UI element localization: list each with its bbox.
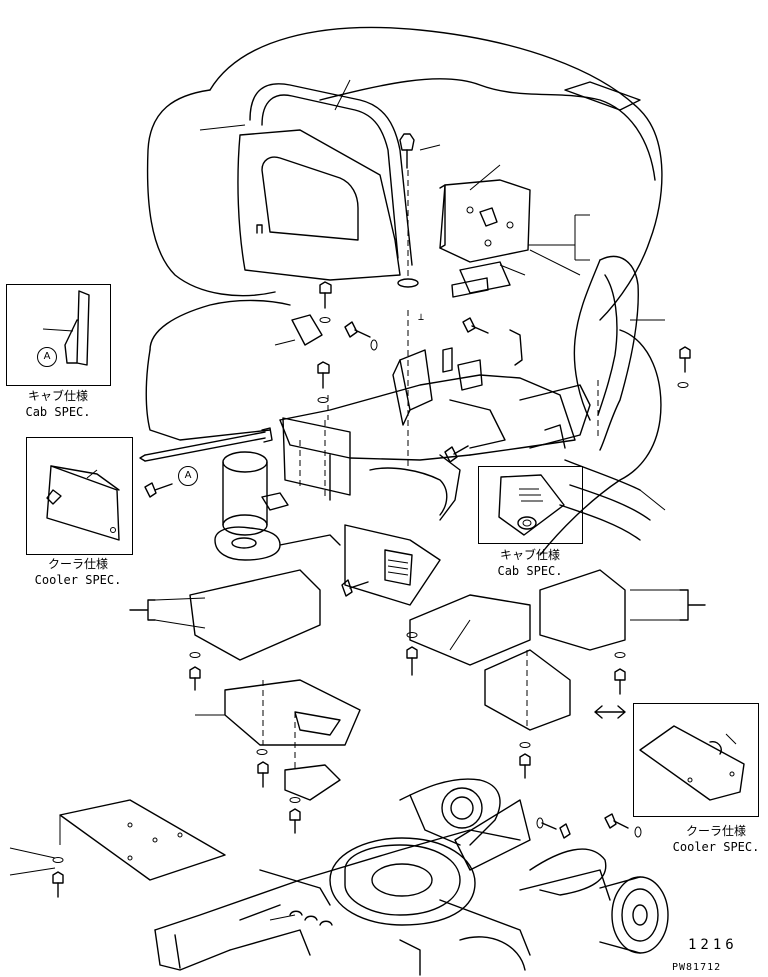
- leader-lines: [199, 79, 666, 511]
- swing-column: [214, 451, 341, 561]
- caption-cab-spec-jp: キャブ仕様: [499, 548, 560, 562]
- double-arrow-connectors: [9, 589, 706, 876]
- reference-marker-a: A: [178, 466, 198, 486]
- cover-drawing: [498, 474, 565, 536]
- plate-mark: ⊥: [418, 312, 425, 323]
- cab-side-panel: [573, 255, 639, 451]
- cover-drawing: [639, 725, 745, 801]
- page-number: 1216: [688, 937, 738, 953]
- caption-cab-spec-en: Cab SPEC.: [25, 405, 91, 419]
- inset-cooler-bracket: [26, 437, 133, 555]
- caption-cooler-spec-jp: クーラ仕様: [685, 824, 746, 838]
- caption-cooler-spec-jp: クーラ仕様: [47, 557, 108, 571]
- reference-marker-a: A: [37, 347, 57, 367]
- revolving-frame: [154, 778, 669, 976]
- caption-cab-spec-jp: キャブ仕様: [27, 389, 88, 403]
- bolts-lower: [52, 632, 642, 898]
- bolts-upper: [144, 281, 691, 498]
- central-frame: [279, 310, 591, 521]
- inset-cab-cover: [478, 466, 583, 544]
- caption-cooler-spec-en: Cooler SPEC.: [34, 573, 122, 587]
- hose-line: [139, 427, 273, 462]
- inset-cooler-cover: [633, 703, 759, 817]
- bracket-drawing: [46, 465, 120, 541]
- counterweight-shell: [145, 26, 663, 556]
- handle-and-side-cover: [237, 83, 419, 288]
- inset-cab-bracket: A: [6, 284, 111, 386]
- undercover-plate: [59, 799, 226, 881]
- drawing-reference: PW81712: [672, 962, 722, 973]
- bracket-drawing: [42, 290, 90, 366]
- caption-cooler-spec-en: Cooler SPEC.: [672, 840, 760, 854]
- upper-bracket-plate: [439, 179, 531, 298]
- caption-cab-spec-en: Cab SPEC.: [497, 564, 563, 578]
